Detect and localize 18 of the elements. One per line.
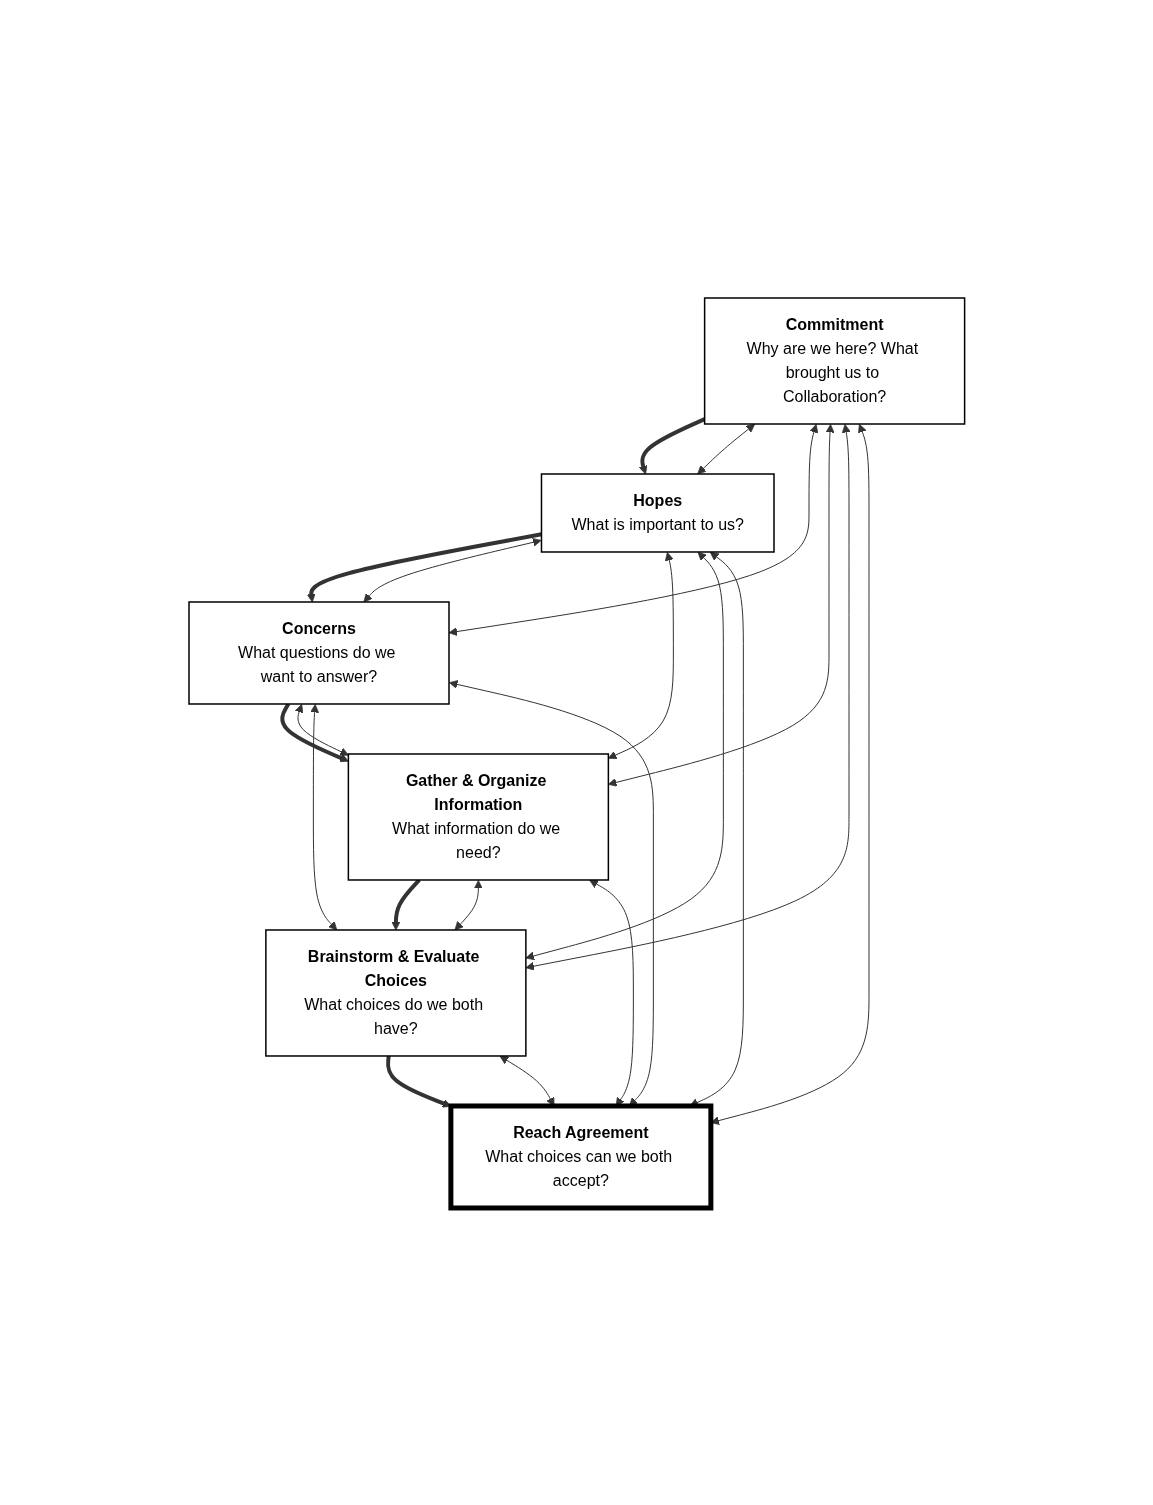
node-box: Commitment Why are we here? What brought us to Collaboration? <box>703 296 966 425</box>
node-box: Hopes What is important to us? <box>540 472 775 553</box>
node-box: Brainstorm & Evaluate Choices What choices do we both have? <box>264 928 527 1057</box>
arrow <box>306 531 542 602</box>
arrow <box>697 423 755 474</box>
arrow <box>309 703 337 930</box>
arrow <box>294 703 349 756</box>
arrow <box>638 416 706 474</box>
node-box: Concerns What questions do we want to answer? <box>187 600 450 705</box>
arrow <box>525 423 851 971</box>
arrow <box>525 551 724 960</box>
arrow <box>448 423 818 636</box>
node-box: Gather & Organize Information What information do we need? <box>347 752 609 881</box>
arrow <box>363 537 542 602</box>
arrow <box>391 878 421 930</box>
arrow <box>280 702 349 762</box>
arrow <box>454 879 483 930</box>
node-box: Reach Agreement What choices can we both accept? <box>448 1103 714 1210</box>
